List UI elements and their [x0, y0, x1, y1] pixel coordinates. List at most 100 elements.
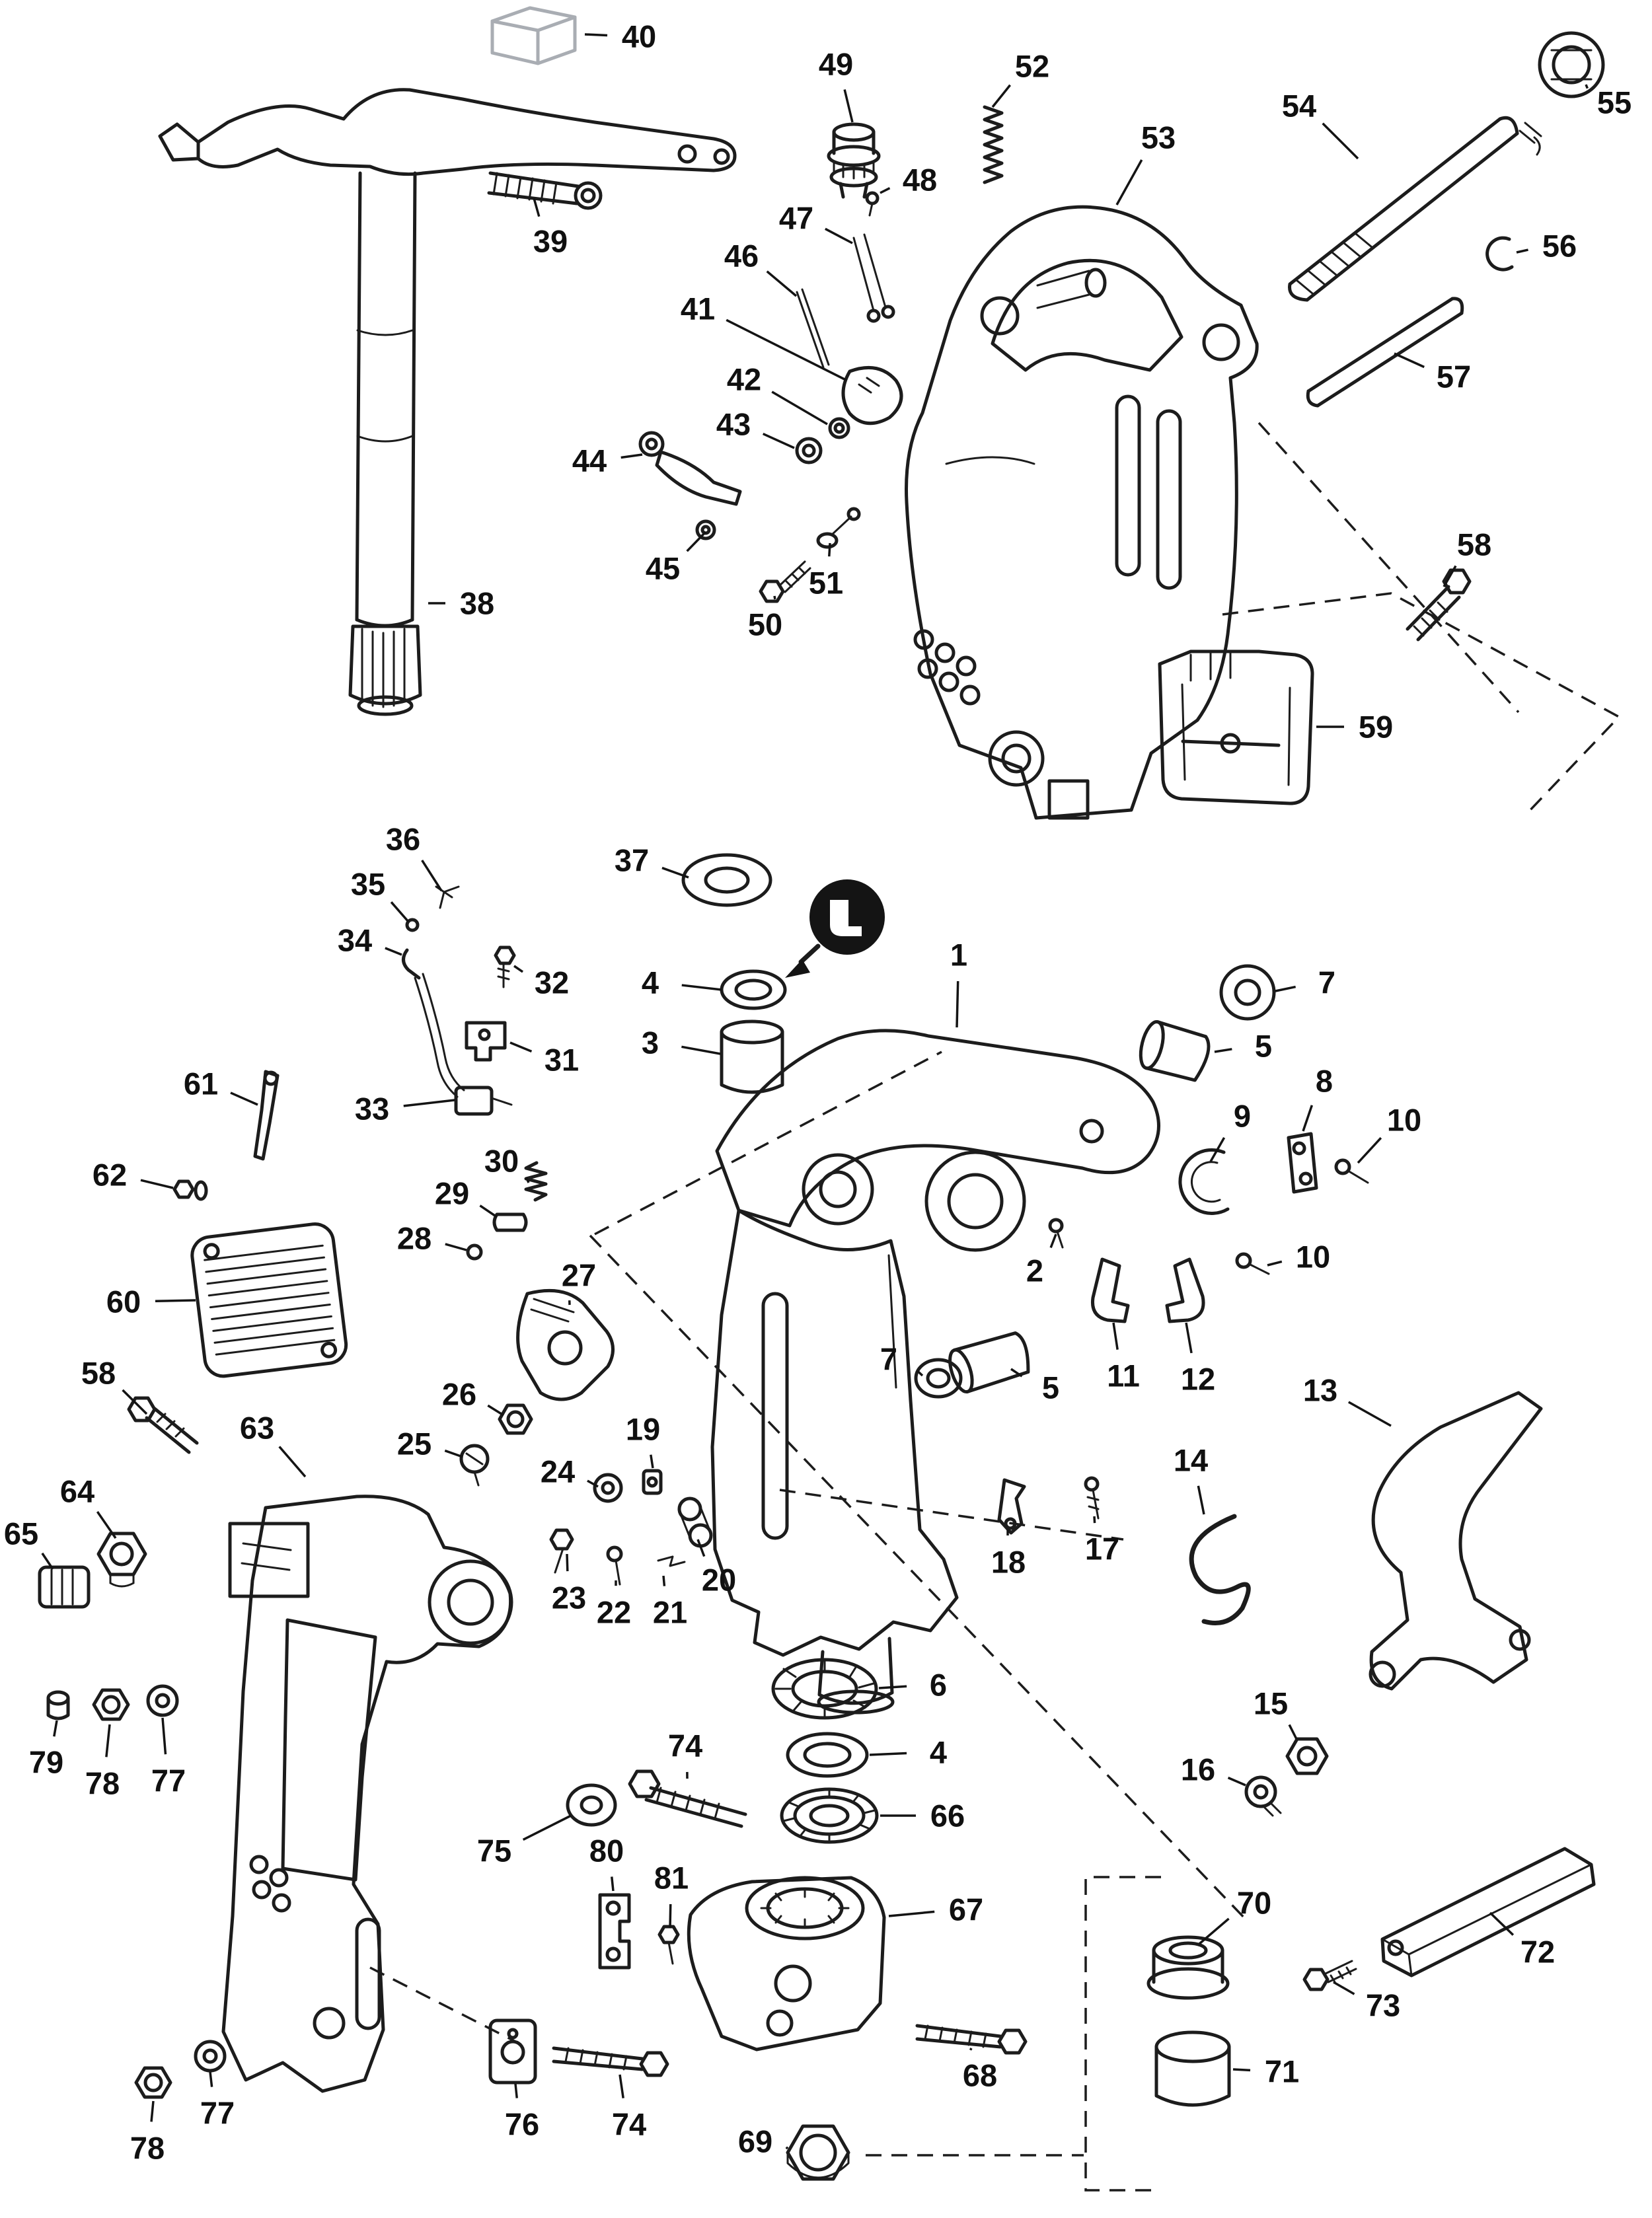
callout-37: 37: [615, 843, 649, 878]
bracket-59-part: [1158, 649, 1314, 805]
callout-56: 56: [1542, 229, 1577, 264]
callout-71: 71: [1265, 2054, 1299, 2089]
leader-line-26: [487, 1404, 504, 1417]
leader-line-58: [122, 1389, 148, 1415]
leader-line-49: [843, 89, 854, 123]
leader-line-9: [1209, 1136, 1226, 1162]
callout-1: 1: [950, 938, 967, 973]
screw-58-left-part: [127, 1396, 199, 1454]
leader-line-21: [662, 1575, 666, 1586]
leader-line-61: [230, 1091, 258, 1106]
leader-line-60: [155, 1299, 196, 1303]
leader-line-37: [661, 866, 689, 879]
washer-77a-part: [146, 1684, 179, 1717]
leader-line-11: [1112, 1322, 1119, 1350]
callout-2: 2: [1026, 1253, 1043, 1288]
clamp-half-12-part: [1165, 1257, 1205, 1323]
leader-line-5: [1010, 1368, 1023, 1378]
callout-69: 69: [738, 2124, 772, 2159]
mount-housing-67-part: [687, 1876, 886, 2052]
callout-78: 78: [130, 2131, 165, 2166]
leader-line-77: [209, 2071, 213, 2087]
leader-line-2: [1049, 1234, 1057, 1249]
leader-line-52: [991, 84, 1011, 108]
callout-41: 41: [681, 291, 715, 326]
bearing-4-upper-part: [720, 969, 787, 1010]
callout-18: 18: [991, 1545, 1026, 1580]
callout-22: 22: [597, 1595, 631, 1630]
leader-line-14: [1197, 1485, 1205, 1515]
leader-line-78: [150, 2100, 155, 2122]
washer-7-lower-part: [914, 1358, 963, 1399]
leader-line-46: [766, 270, 798, 297]
shipping-box-40-part: [490, 6, 577, 65]
leader-line-50: [773, 595, 776, 600]
screw-10b-part: [1235, 1252, 1270, 1275]
leader-line-12: [1185, 1322, 1193, 1354]
leader-line-31: [509, 1041, 533, 1053]
callout-25: 25: [397, 1426, 432, 1461]
callout-40: 40: [622, 19, 656, 54]
pin-79-part: [46, 1690, 70, 1720]
callout-31: 31: [544, 1043, 579, 1078]
leader-line-69: [785, 2146, 789, 2150]
washer-37-part: [681, 853, 772, 907]
callout-3: 3: [642, 1025, 659, 1060]
callout-32: 32: [535, 965, 569, 1000]
bushing-5-lower-part: [948, 1331, 1030, 1394]
cap-65-part: [38, 1565, 91, 1609]
spring-30-part: [524, 1161, 548, 1202]
leader-line-47: [825, 227, 853, 244]
callout-23: 23: [552, 1580, 586, 1615]
callout-4: 4: [642, 965, 659, 1000]
washer-77b-part: [194, 2040, 227, 2073]
leader-line-8: [1302, 1105, 1314, 1132]
nut-26-part: [498, 1403, 533, 1435]
callout-29: 29: [435, 1176, 469, 1211]
leader-line-55: [1585, 84, 1589, 89]
callout-13: 13: [1303, 1373, 1337, 1408]
callout-73: 73: [1366, 1988, 1400, 2023]
leader-line-70: [1198, 1917, 1230, 1945]
callout-7: 7: [880, 1342, 897, 1377]
callout-11: 11: [1107, 1358, 1140, 1393]
leader-line-41: [726, 318, 846, 381]
callout-67: 67: [949, 1892, 983, 1927]
callout-62: 62: [93, 1158, 127, 1193]
clip-31-part: [465, 1021, 507, 1062]
callout-60: 60: [106, 1284, 141, 1319]
leader-line-17: [1093, 1516, 1096, 1524]
leader-line-3: [681, 1045, 721, 1055]
callout-10: 10: [1387, 1103, 1421, 1138]
plate-80-part: [598, 1893, 631, 1970]
callout-26: 26: [442, 1377, 476, 1412]
washer-7-upper-part: [1219, 964, 1276, 1021]
ball-28-part: [466, 1243, 483, 1261]
leader-line-79: [53, 1720, 58, 1737]
leader-line-35: [390, 901, 410, 923]
bolt-68-part: [915, 2024, 1028, 2055]
leader-line-48: [880, 187, 891, 194]
leader-line-43: [762, 432, 795, 449]
leader-line-45: [686, 531, 707, 552]
wire-assembly-parts: [795, 233, 903, 464]
leader-line-4: [681, 984, 722, 991]
callout-7: 7: [1318, 965, 1335, 1000]
bolt-50-part: [759, 560, 811, 603]
plate-8-part: [1287, 1132, 1318, 1194]
callout-78: 78: [85, 1766, 120, 1801]
callout-61: 61: [184, 1066, 218, 1101]
cap-55-part: [1538, 31, 1605, 98]
leader-line-25: [444, 1449, 463, 1458]
callout-55: 55: [1597, 85, 1632, 120]
leader-line-7: [1275, 985, 1296, 992]
leader-line-58: [1443, 565, 1457, 587]
callout-63: 63: [240, 1411, 274, 1446]
callout-76: 76: [505, 2107, 539, 2142]
callout-70: 70: [1237, 1886, 1271, 1921]
callout-24: 24: [541, 1454, 575, 1489]
leader-line-39: [533, 198, 541, 217]
callout-39: 39: [533, 224, 568, 259]
callout-8: 8: [1316, 1064, 1333, 1099]
swivel-bracket-1-part: [710, 1029, 1160, 1715]
